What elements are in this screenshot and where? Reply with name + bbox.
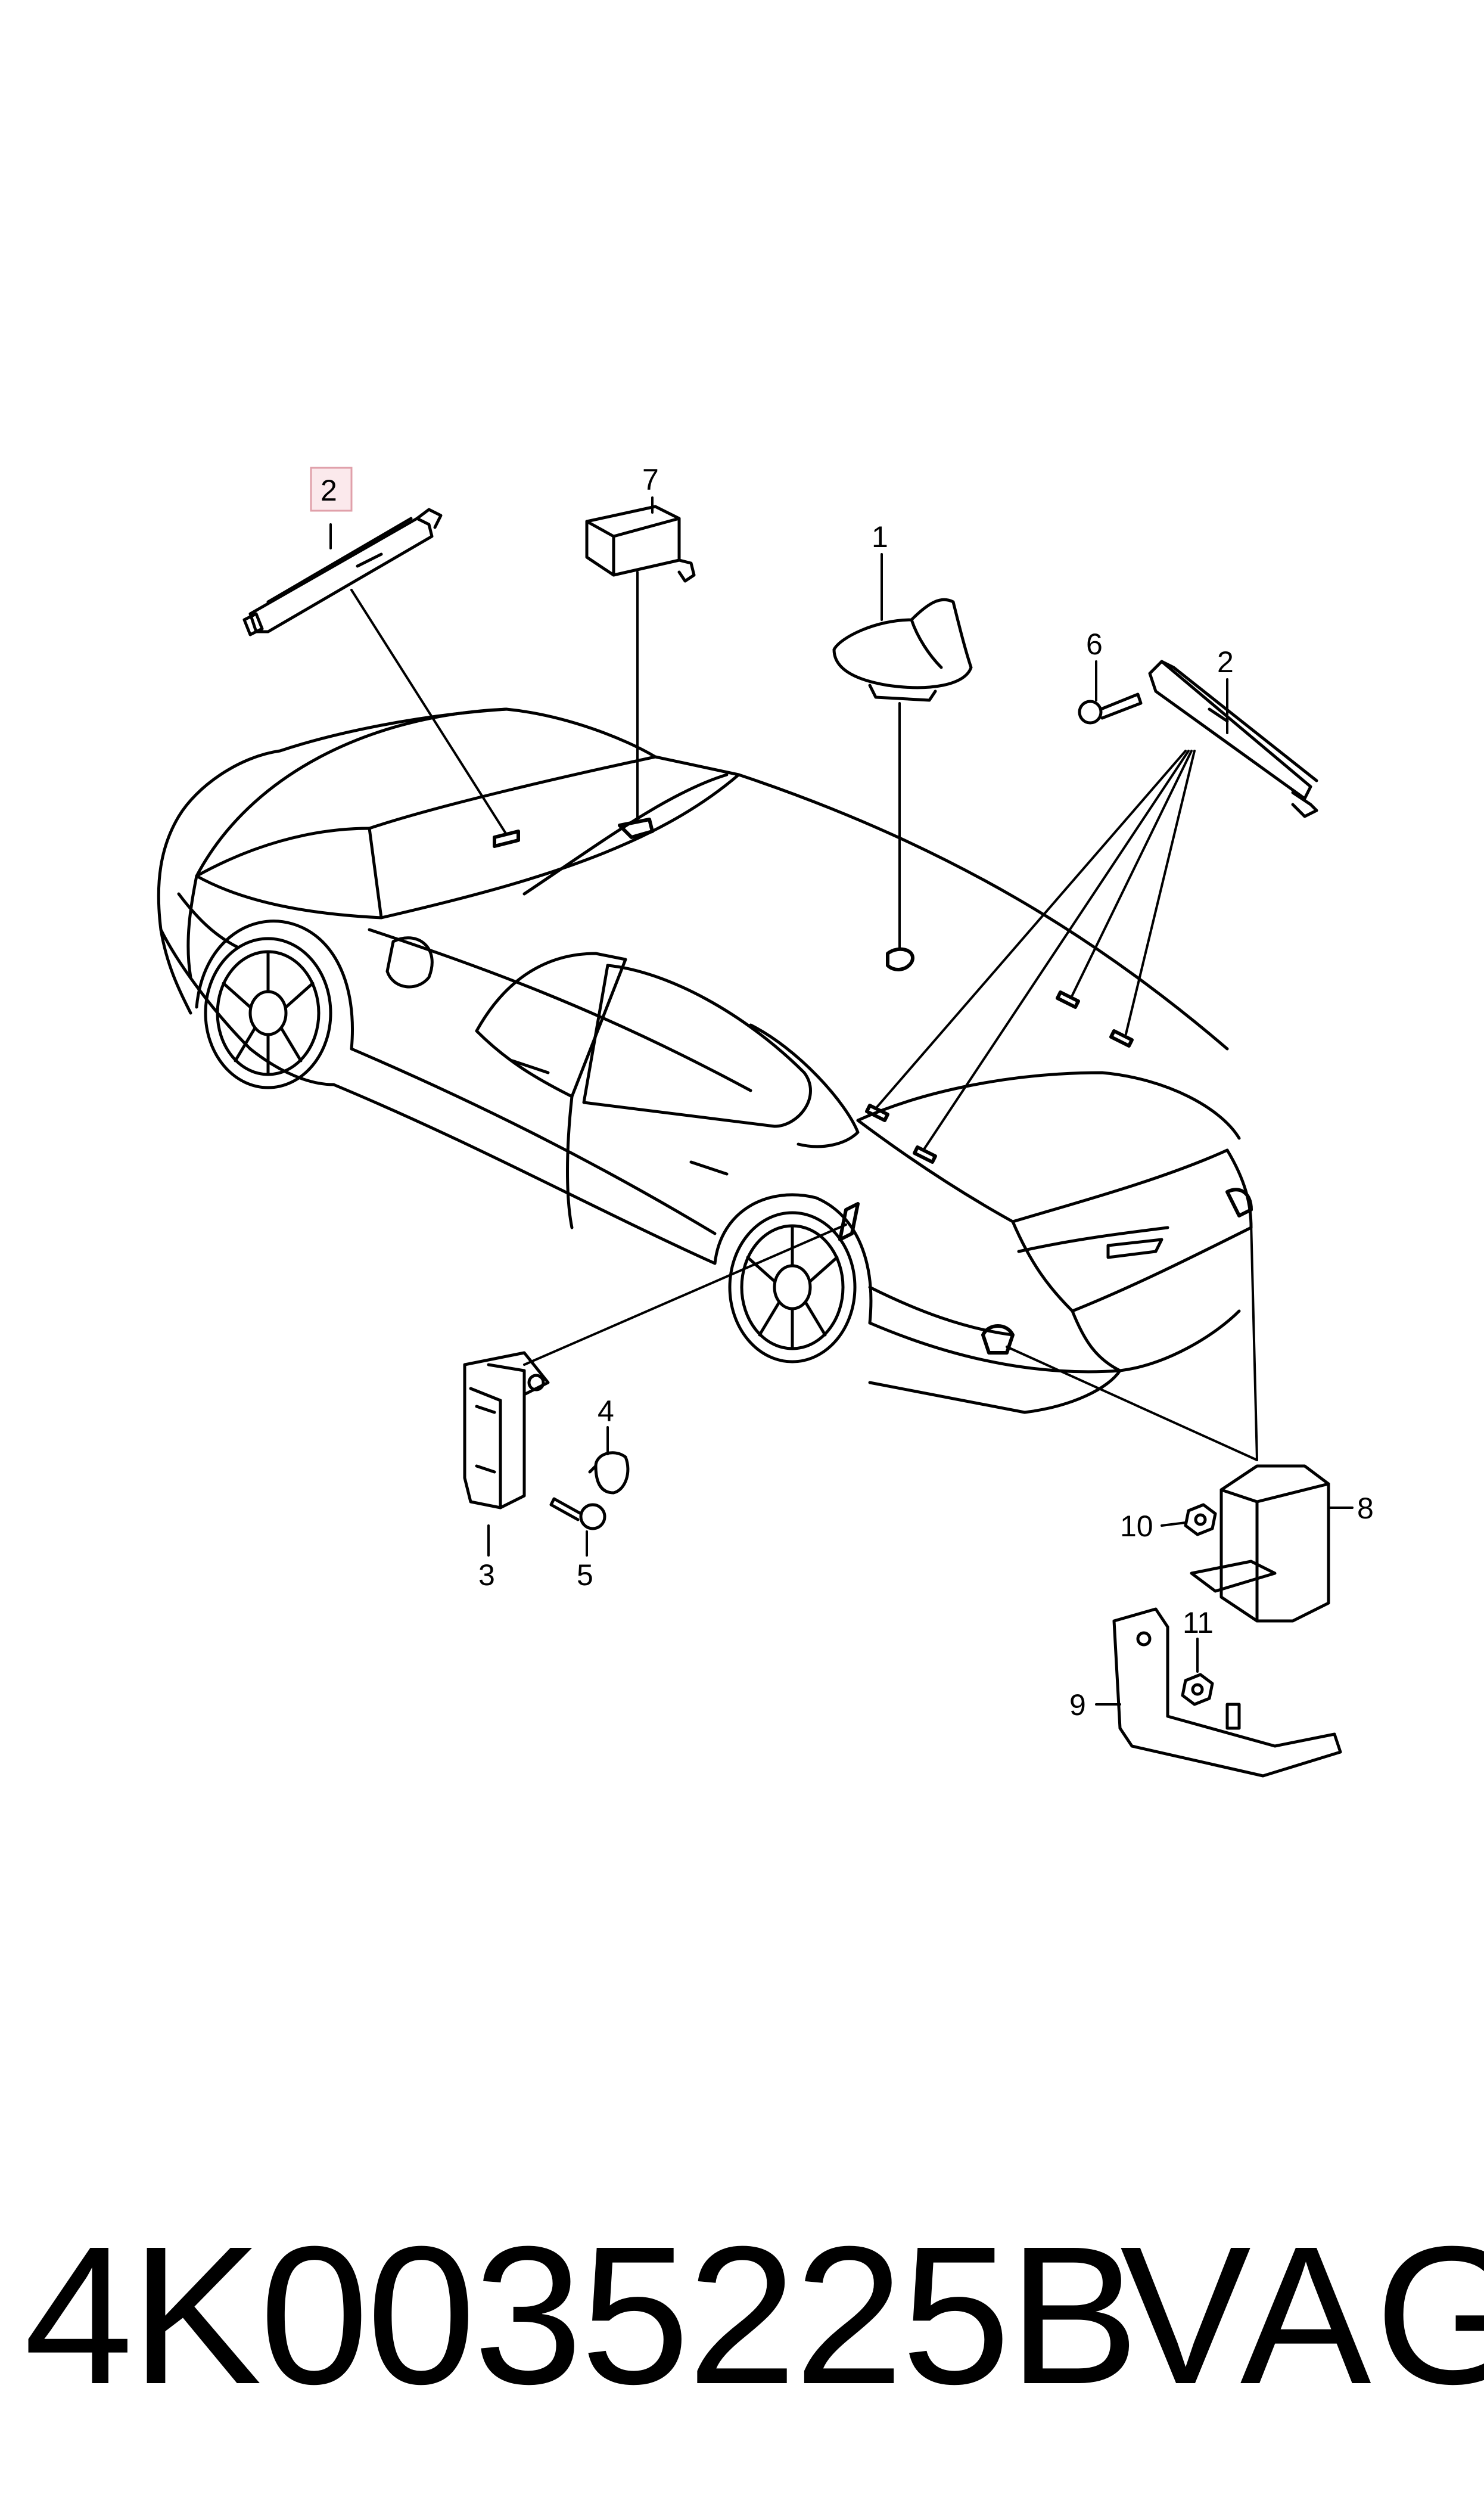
car-illustration (157, 707, 1253, 1414)
part-nut-10 (1184, 1503, 1217, 1536)
part-nut-11 (1181, 1673, 1214, 1706)
callout-9[interactable]: 9 (1069, 1688, 1086, 1722)
part-antenna-strip-right (1148, 660, 1318, 818)
callout-3[interactable]: 3 (478, 1558, 495, 1592)
part-antenna-strip-left (242, 508, 443, 636)
mounting-marks (493, 818, 1253, 1355)
leader-lines (329, 496, 1354, 1706)
callout-labels: 2 7 1 6 2 4 3 5 8 10 11 9 (321, 463, 1374, 1722)
callout-7[interactable]: 7 (642, 463, 659, 496)
part-number-label: 4K0035225B (24, 2205, 1139, 2425)
callout-1[interactable]: 1 (872, 520, 888, 554)
part-screw-6 (1078, 692, 1143, 725)
brand-label: VAG (1120, 2205, 1484, 2425)
part-clip-4 (588, 1451, 630, 1495)
callout-highlight-box (310, 467, 353, 512)
part-module-8 (1219, 1464, 1330, 1623)
part-control-unit (585, 505, 696, 583)
part-roof-antenna (832, 598, 973, 702)
part-plate-9 (1112, 1560, 1342, 1778)
callout-2[interactable]: 2 (1217, 645, 1234, 679)
callout-6[interactable]: 6 (1086, 628, 1103, 661)
callout-4[interactable]: 4 (598, 1394, 614, 1428)
part-bracket-3 (463, 1351, 550, 1509)
part-bolt-5 (549, 1497, 606, 1530)
callout-5[interactable]: 5 (577, 1558, 593, 1592)
callout-2-highlight[interactable]: 2 (321, 474, 337, 507)
callout-10[interactable]: 10 (1120, 1509, 1153, 1543)
callout-11[interactable]: 11 (1183, 1606, 1214, 1639)
callout-8[interactable]: 8 (1357, 1492, 1374, 1525)
